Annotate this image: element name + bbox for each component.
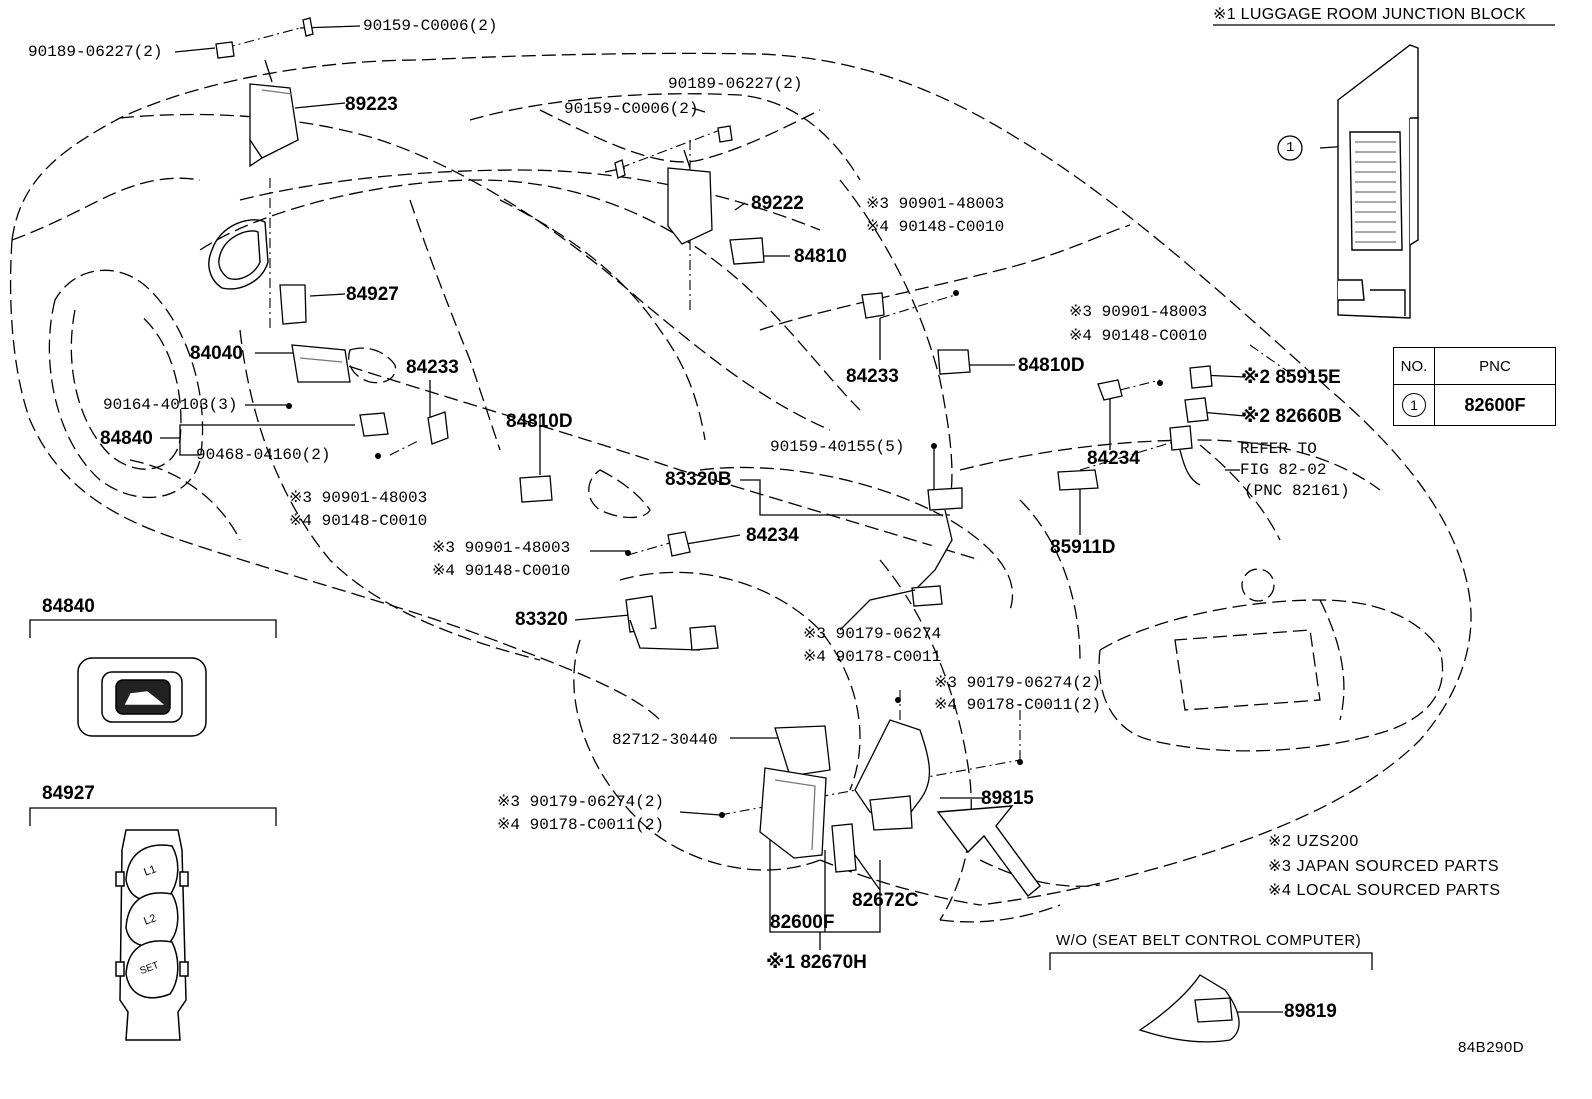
label-85911d: 85911D [1050, 537, 1116, 558]
label-84927: 84927 [346, 284, 399, 305]
label-84810d-b: 84810D [506, 411, 573, 432]
label-n3-90901-48003-b: ※3 90901-48003 [1069, 303, 1208, 321]
label-82672c: 82672C [852, 890, 919, 911]
label-84810d-a: 84810D [1018, 355, 1085, 376]
label-n3-90179-06274-2-c: ※3 90179-06274(2) [497, 793, 665, 811]
leader-lines [160, 25, 1351, 1013]
label-90159-c0006-2-mid: 90159-C0006(2) [564, 100, 699, 118]
label-82712-30440: 82712-30440 [612, 731, 718, 749]
label-84840: 84840 [100, 428, 153, 449]
label-82670h: ※1 82670H [766, 952, 867, 973]
pnc-table-pnc: 82600F [1434, 384, 1556, 426]
inset-title-84927: 84927 [42, 783, 95, 804]
pnc-table-header-pnc: PNC [1434, 347, 1556, 385]
label-84233-a: 84233 [406, 357, 459, 378]
component-sketches [215, 17, 1240, 1043]
label-n3-90179-06274-2-b: ※3 90179-06274(2) [934, 674, 1102, 692]
pnc-table-no: 1 [1402, 393, 1426, 417]
label-84040: 84040 [190, 343, 243, 364]
label-90159-40155-5: 90159-40155(5) [770, 438, 905, 456]
label-84810: 84810 [794, 246, 847, 267]
label-n3-90179-06274-a: ※3 90179-06274 [803, 625, 942, 643]
label-n3-90901-48003-a: ※3 90901-48003 [866, 195, 1005, 213]
label-84233-b: 84233 [846, 366, 899, 387]
inset-brackets [29, 24, 1555, 970]
door-mirror [208, 219, 269, 290]
label-n3-90901-48003-d: ※3 90901-48003 [432, 539, 571, 557]
memory-seat-switch [115, 829, 189, 1041]
label-84234-b: 84234 [746, 525, 799, 546]
label-90468-04160-2: 90468-04160(2) [196, 446, 331, 464]
label-85915e: ※2 85915E [1241, 367, 1341, 388]
inset-title-84840: 84840 [42, 596, 95, 617]
label-82600f: 82600F [770, 912, 835, 933]
label-n4-90178-c0011-2-b: ※4 90178-C0011(2) [934, 696, 1102, 714]
diagram-code: 84B290D [1458, 1039, 1525, 1056]
label-90164-40103-3: 90164-40103(3) [103, 396, 238, 414]
label-89815: 89815 [981, 788, 1034, 809]
wo-label: W/O (SEAT BELT CONTROL COMPUTER) [1056, 932, 1362, 949]
pnc-table-row: 1 82600F [1393, 384, 1556, 426]
label-89819: 89819 [1284, 1001, 1337, 1022]
junction-block-callout [1277, 135, 1303, 161]
direction-arrow [936, 805, 1041, 898]
label-83320: 83320 [515, 609, 568, 630]
label-90159-c0006-2-top: 90159-C0006(2) [363, 17, 498, 35]
label-82660b: ※2 82660B [1241, 406, 1342, 427]
label-n4-90148-c0010-b: ※4 90148-C0010 [1069, 327, 1208, 345]
junction-block-sketch [1337, 44, 1419, 319]
label-90189-06227-2-left: 90189-06227(2) [28, 43, 163, 61]
label-n4-90178-c0011-a: ※4 90178-C0011 [803, 648, 942, 666]
label-83320b: 83320B [665, 469, 732, 490]
label-n4-90148-c0010-d: ※4 90148-C0010 [432, 562, 571, 580]
trunk-opener-switch [77, 657, 207, 737]
refer-line-3: (PNC 82161) [1244, 482, 1350, 500]
label-n4-90178-c0011-2-c: ※4 90178-C0011(2) [497, 816, 665, 834]
note-2: ※2 UZS200 [1268, 833, 1359, 850]
refer-line-2: FIG 82-02 [1240, 461, 1327, 479]
fastener-sketches [286, 290, 1163, 818]
pnc-table: NO. PNC 1 82600F [1393, 347, 1556, 426]
label-90189-06227-2-mid: 90189-06227(2) [668, 75, 803, 93]
label-84234-a: 84234 [1087, 448, 1140, 469]
pnc-table-header-no: NO. [1393, 347, 1435, 385]
label-n4-90148-c0010-c: ※4 90148-C0010 [289, 512, 428, 530]
label-89222: 89222 [751, 193, 804, 214]
label-n4-90148-c0010-a: ※4 90148-C0010 [866, 218, 1005, 236]
junction-block-callout-number: 1 [1286, 140, 1295, 156]
note-3: ※3 JAPAN SOURCED PARTS [1268, 858, 1500, 875]
label-89223: 89223 [345, 94, 398, 115]
header-note: ※1 LUGGAGE ROOM JUNCTION BLOCK [1213, 6, 1527, 23]
junction-block-pins [1355, 141, 1396, 243]
pnc-table-no-cell: 1 [1393, 384, 1435, 426]
refer-line-1: REFER TO [1240, 440, 1317, 458]
label-n3-90901-48003-c: ※3 90901-48003 [289, 489, 428, 507]
car-body-outline [9, 52, 1472, 923]
note-4: ※4 LOCAL SOURCED PARTS [1268, 882, 1501, 899]
